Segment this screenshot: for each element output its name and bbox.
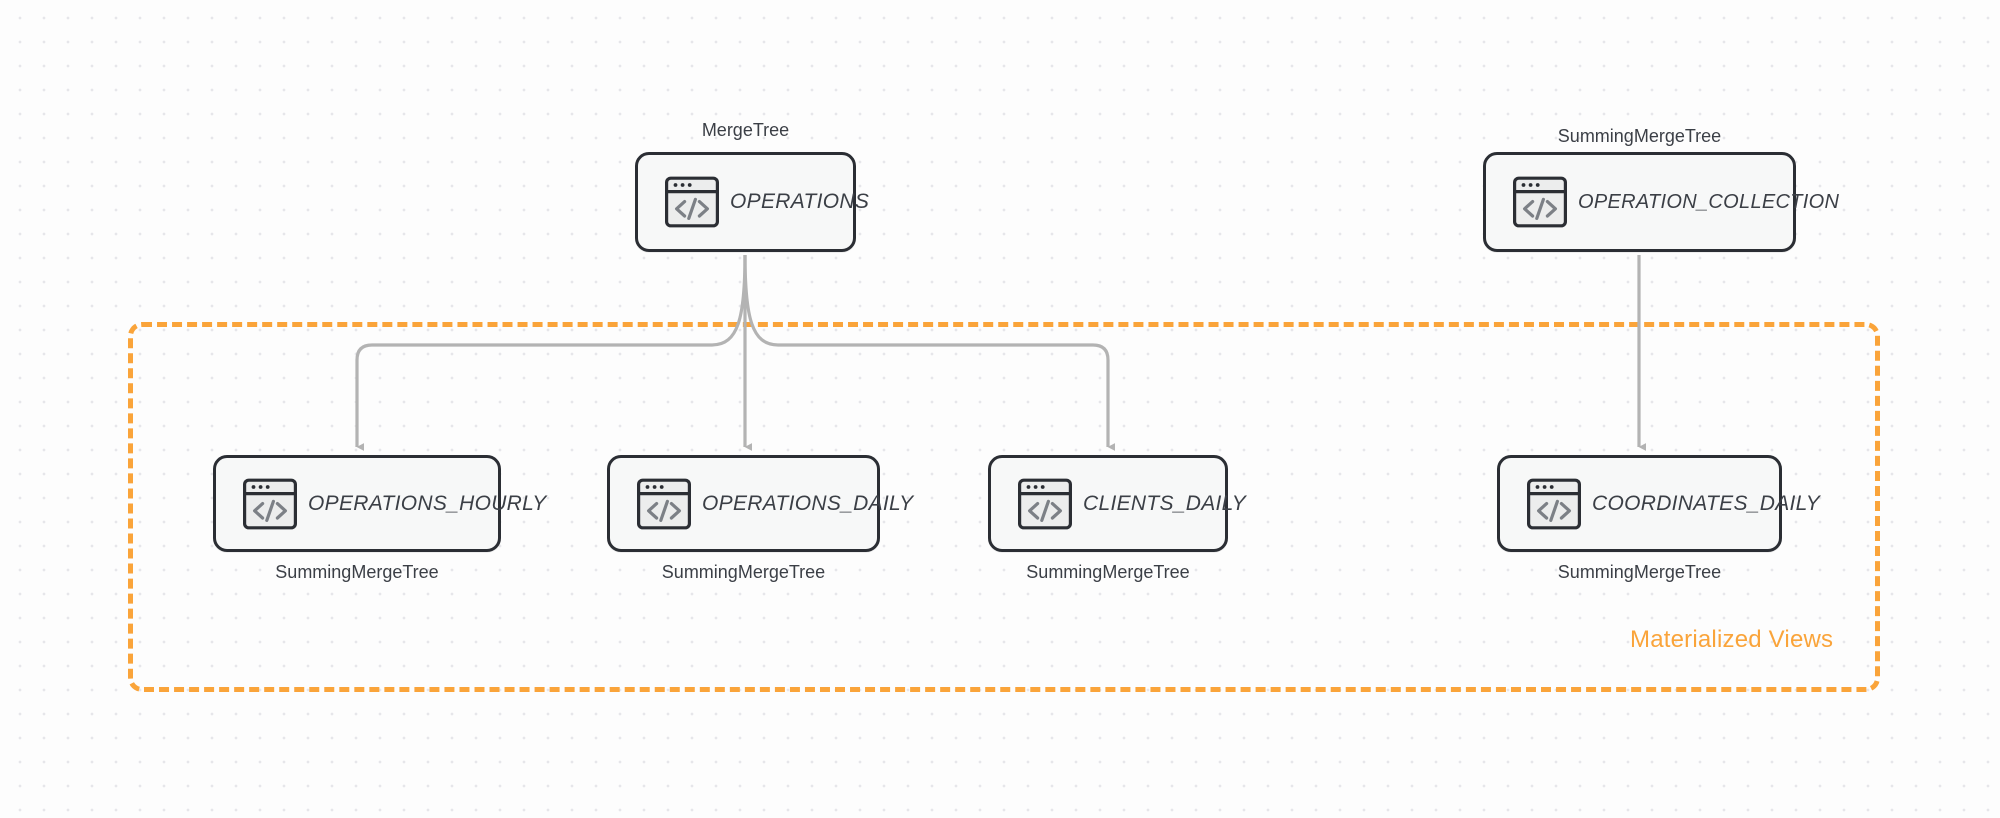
code-window-icon [242,476,298,532]
node-operations_hourly[interactable]: OPERATIONS_HOURLY [213,455,546,552]
code-window-icon [1017,476,1073,532]
node-coordinates_daily[interactable]: COORDINATES_DAILY [1497,455,1820,552]
node-operations_daily[interactable]: OPERATIONS_DAILY [607,455,913,552]
code-window-icon [664,174,720,230]
node-label-coordinates_daily: COORDINATES_DAILY [1592,491,1820,515]
node-clients_daily[interactable]: CLIENTS_DAILY [988,455,1246,552]
code-window-icon [636,476,692,532]
node-label-operations_hourly: OPERATIONS_HOURLY [308,491,547,515]
node-label-operations_daily: OPERATIONS_DAILY [702,491,914,515]
engine-caption-clients_daily: SummingMergeTree [1026,562,1190,582]
node-operation_collection[interactable]: OPERATION_COLLECTION [1483,152,1839,252]
engine-caption-operation_collection: SummingMergeTree [1557,126,1722,146]
node-label-operations: OPERATIONS [730,190,870,213]
engine-caption-coordinates_daily: SummingMergeTree [1557,562,1722,582]
code-window-icon [1512,174,1568,230]
node-label-operation_collection: OPERATION_COLLECTION [1578,190,1840,213]
engine-caption-operations: MergeTree [701,120,790,140]
node-label-clients_daily: CLIENTS_DAILY [1083,491,1247,515]
node-operations[interactable]: OPERATIONS [635,152,869,252]
code-window-icon [1526,476,1582,532]
engine-caption-operations_daily: SummingMergeTree [661,562,826,582]
engine-caption-operations_hourly: SummingMergeTree [275,562,439,582]
materialized-views-group-label: Materialized Views [1630,626,1834,653]
